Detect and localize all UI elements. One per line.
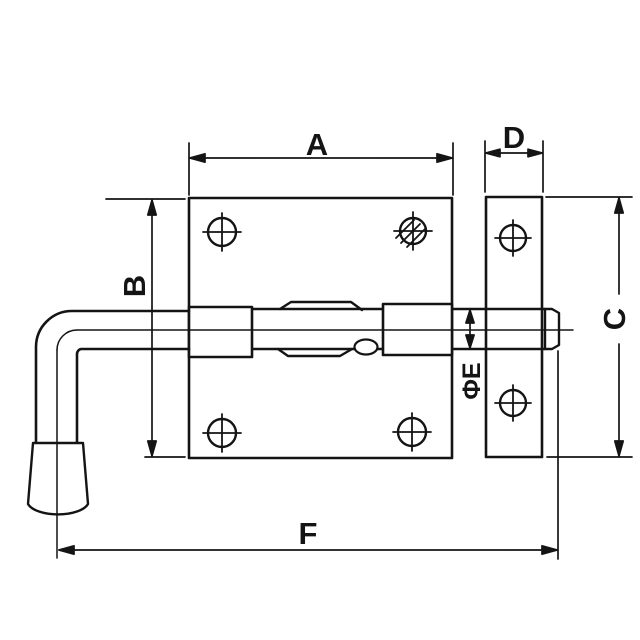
bolt-bottom-flat bbox=[276, 347, 354, 358]
screw-hole-hatched bbox=[393, 211, 433, 251]
arrowhead bbox=[436, 152, 453, 164]
arrowhead bbox=[146, 440, 158, 457]
arrowhead bbox=[58, 544, 75, 556]
screw-hole bbox=[202, 212, 242, 252]
arrowhead bbox=[146, 199, 158, 216]
bolt-rivet bbox=[353, 338, 379, 356]
arrowhead bbox=[465, 309, 475, 324]
screw-hole bbox=[202, 413, 242, 453]
dim-a bbox=[188, 142, 454, 196]
label-d: D bbox=[503, 120, 525, 155]
label-f: F bbox=[299, 516, 318, 551]
bolt-guide-left bbox=[187, 305, 254, 359]
arrowhead bbox=[541, 544, 558, 556]
arrowhead bbox=[465, 334, 475, 349]
bolt-tip bbox=[450, 307, 561, 351]
dim-f bbox=[58, 350, 559, 560]
arrowhead bbox=[613, 440, 625, 457]
keeper-plate bbox=[484, 195, 544, 459]
label-a: A bbox=[306, 127, 328, 162]
arrowhead bbox=[189, 152, 206, 164]
arrowhead bbox=[527, 148, 543, 158]
screw-hole bbox=[494, 384, 532, 422]
center-axis-line bbox=[56, 329, 574, 559]
screw-holes-keeper bbox=[494, 219, 532, 422]
bolt-rod bbox=[250, 300, 385, 358]
label-b: B bbox=[117, 275, 152, 297]
dim-d bbox=[484, 140, 544, 193]
arrowhead bbox=[485, 148, 501, 158]
screw-holes-main-plate bbox=[202, 211, 433, 453]
handle-knob bbox=[26, 441, 90, 516]
dim-c bbox=[545, 196, 633, 458]
dim-b bbox=[105, 198, 186, 458]
handle-rod bbox=[34, 309, 191, 445]
screw-hole bbox=[494, 219, 532, 257]
arrowhead bbox=[613, 197, 625, 214]
dim-e bbox=[465, 309, 475, 349]
label-c: C bbox=[597, 308, 632, 330]
screw-hole bbox=[392, 412, 432, 452]
label-phi-e: ΦE bbox=[458, 362, 486, 399]
bolt-top-flat bbox=[278, 300, 364, 312]
